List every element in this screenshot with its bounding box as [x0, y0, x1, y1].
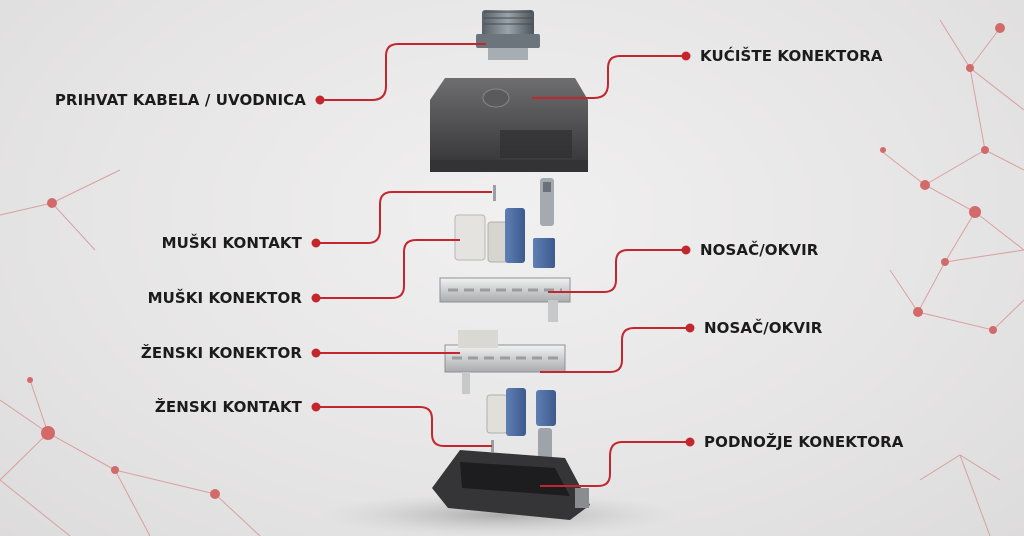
label-male-connector: MUŠKI KONEKTOR [147, 289, 302, 307]
label-hood: KUĆIŠTE KONEKTORA [700, 47, 883, 65]
cable-gland [476, 10, 540, 60]
label-cable-gland: PRIHVAT KABELA / UVODNICA [54, 91, 306, 109]
decor-nodes [27, 23, 1005, 499]
leader-frame-bottom [540, 327, 690, 373]
male-contact-pins [493, 178, 554, 226]
leader-female-contact [316, 406, 492, 447]
frame-bottom [444, 330, 566, 394]
label-male-contact: MUŠKI KONTAKT [161, 234, 302, 252]
leader-male-connector [316, 239, 460, 299]
male-connector-inserts [454, 208, 555, 268]
leader-male-contact [316, 191, 492, 244]
label-female-connector: ŽENSKI KONEKTOR [140, 344, 302, 362]
leader-cable-gland [320, 43, 486, 101]
label-frame-bottom: NOSAČ/OKVIR [704, 319, 823, 337]
label-housing-base: PODNOŽJE KONEKTORA [704, 433, 904, 451]
leader-hood [532, 55, 686, 99]
leader-dots [311, 51, 695, 447]
leader-frame-top [548, 249, 686, 293]
leader-housing-base [540, 441, 690, 487]
leader-lines [316, 43, 690, 487]
female-connector-inserts [486, 388, 556, 462]
connector-hood [430, 78, 588, 172]
label-frame-top: NOSAČ/OKVIR [700, 241, 819, 259]
housing-base [432, 450, 590, 520]
floor-shadow [320, 493, 680, 536]
label-female-contact: ŽENSKI KONTAKT [154, 398, 302, 416]
frame-top [439, 277, 571, 322]
